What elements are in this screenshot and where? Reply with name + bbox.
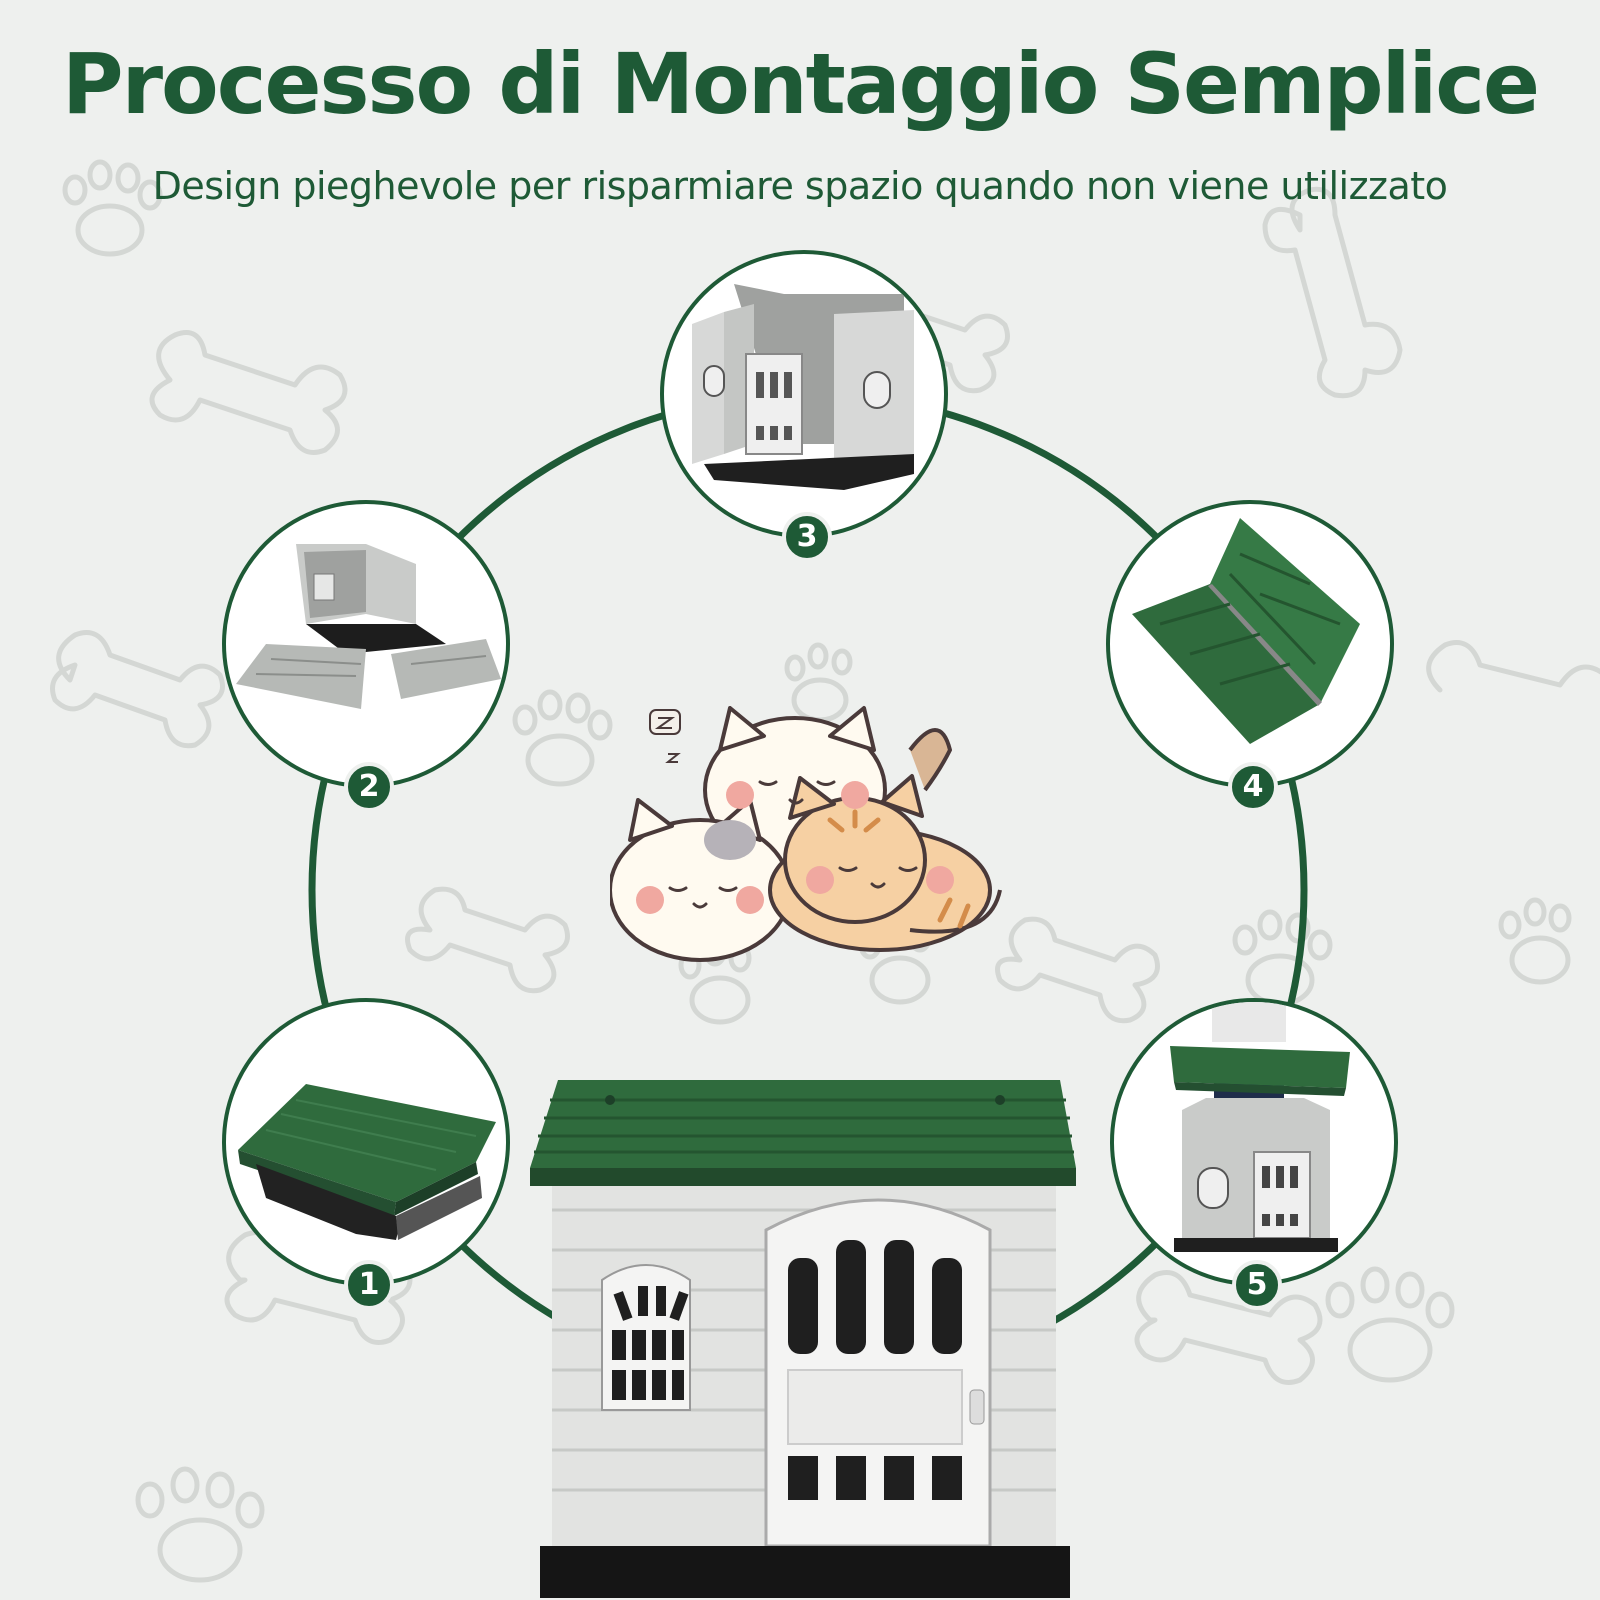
page-title: Processo di Montaggio Semplice (62, 35, 1540, 133)
page-subtitle: Design pieghevole per risparmiare spazio… (152, 164, 1448, 208)
step-2-badge: 2 (344, 762, 394, 812)
step-3-badge: 3 (782, 512, 832, 562)
step-1-badge: 1 (344, 1260, 394, 1310)
step-4: 4 (1106, 500, 1396, 812)
step-4-badge: 4 (1228, 762, 1278, 812)
step-2: 2 (222, 500, 512, 812)
placing-roof-icon (1170, 1002, 1350, 1252)
sleeping-cats-illustration (610, 706, 1002, 962)
step-5-photo (1110, 998, 1398, 1286)
step-1: 1 (222, 998, 512, 1310)
step-4-photo (1106, 500, 1394, 788)
assembled-walls-icon (692, 284, 914, 490)
step-2-photo (222, 500, 510, 788)
assembled-pet-house (530, 1080, 1076, 1598)
step-5-badge: 5 (1232, 1260, 1282, 1310)
step-3-photo (660, 250, 948, 538)
step-5: 5 (1110, 998, 1400, 1310)
unfolded-walls-and-base-icon (236, 544, 501, 709)
step-1-photo (222, 998, 510, 1286)
step-3: 3 (660, 250, 950, 562)
folded-roof-panel-icon (238, 1084, 496, 1240)
open-roof-panel-icon (1132, 518, 1360, 744)
